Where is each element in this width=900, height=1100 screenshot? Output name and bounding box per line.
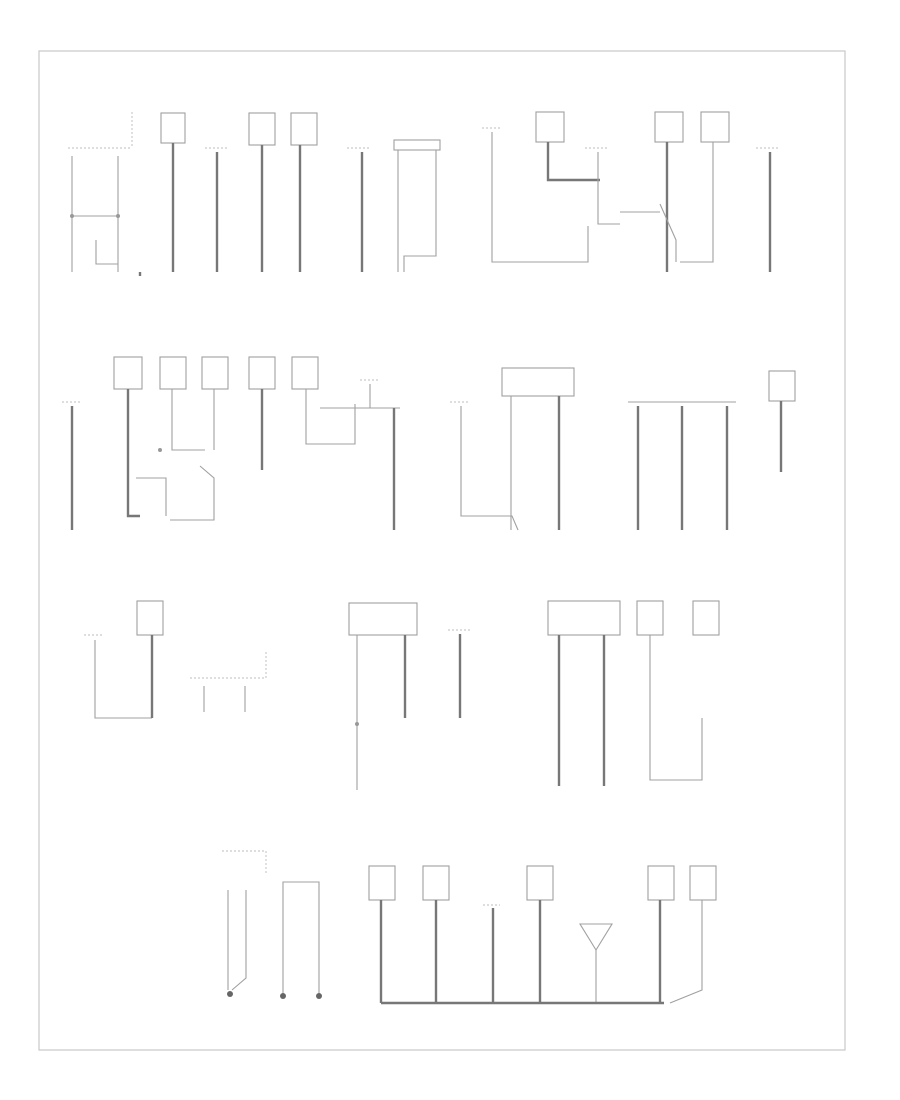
ground-wire: [546, 142, 600, 182]
wire: [659, 203, 677, 262]
wire: [95, 240, 118, 265]
component-module: [113, 356, 143, 390]
component-module: [700, 111, 730, 143]
ground-point: [280, 993, 286, 999]
component-module: [526, 865, 554, 901]
wire: [231, 890, 247, 991]
component-module: [768, 370, 796, 402]
diagram-frame: [38, 50, 846, 1051]
component-module: [291, 356, 319, 390]
component-module: [535, 111, 565, 143]
wire: [170, 465, 215, 521]
ground-wire: [126, 389, 140, 518]
row-3-circuits: [84, 600, 720, 790]
wire: [597, 152, 620, 225]
splice-point: [355, 722, 359, 726]
component-module: [368, 865, 396, 901]
row-1-circuits: [68, 111, 779, 276]
connector-block: [393, 139, 441, 151]
wire: [491, 132, 589, 263]
component-module: [201, 356, 229, 390]
component-module: [636, 600, 664, 636]
component-module: [136, 600, 164, 636]
component-module: [159, 356, 187, 390]
splice-point: [158, 448, 162, 452]
splice-point: [70, 214, 74, 218]
component-module: [248, 112, 276, 146]
row-4-circuits: [222, 850, 717, 1005]
component-module: [160, 112, 186, 144]
ground-point: [316, 993, 322, 999]
wire: [403, 150, 437, 272]
component-module: [689, 865, 717, 901]
component-module: [348, 602, 418, 636]
component-module: [422, 865, 450, 901]
wire: [94, 640, 152, 719]
component-module: [654, 111, 684, 143]
ground-point: [227, 991, 233, 997]
component-module: [647, 865, 675, 901]
connector-outline: [190, 650, 267, 679]
component-module: [501, 367, 575, 397]
wire: [282, 881, 320, 994]
wire: [171, 389, 205, 451]
row-2-circuits: [62, 356, 796, 531]
wire: [669, 900, 703, 1004]
component-module: [547, 600, 621, 636]
wire: [460, 406, 519, 531]
wire: [680, 142, 714, 263]
splice-point: [116, 214, 120, 218]
wire: [136, 477, 167, 516]
component-module: [692, 600, 720, 636]
component-module: [290, 112, 318, 146]
component-symbol: [579, 923, 613, 952]
wire: [649, 635, 703, 781]
wire: [305, 389, 356, 445]
component-module: [248, 356, 276, 390]
